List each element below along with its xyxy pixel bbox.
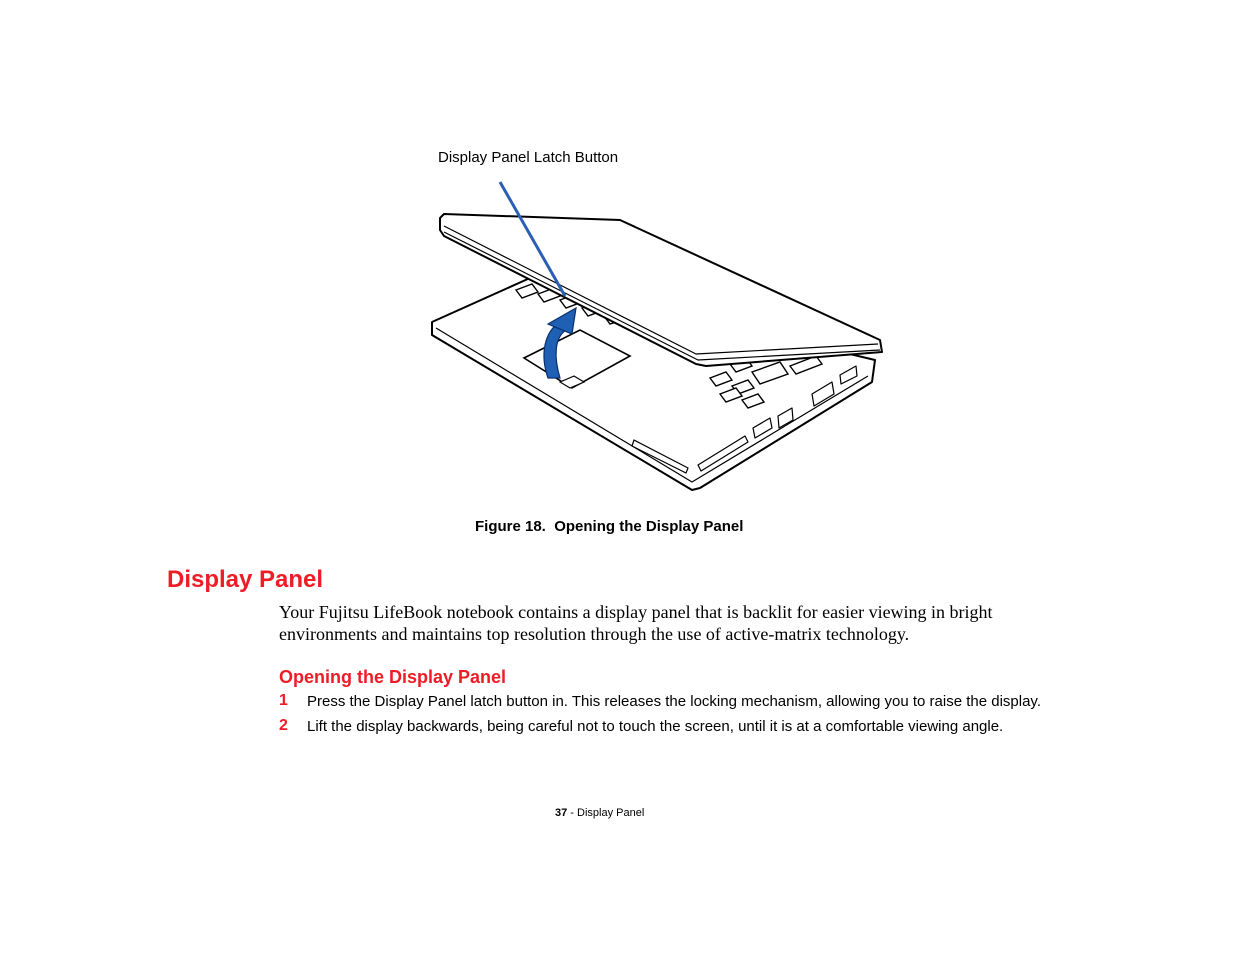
footer-section-name: Display Panel [577, 807, 645, 819]
laptop-opening-illustration [431, 181, 883, 491]
step-text: Press the Display Panel latch button in.… [307, 693, 1041, 710]
figure-caption: Figure 18. Opening the Display Panel [475, 518, 743, 535]
step-number: 2 [279, 717, 288, 734]
page-footer: 37 - Display Panel [555, 807, 644, 819]
lift-arrow-icon [543, 306, 577, 379]
laptop-base [431, 277, 876, 491]
subsection-title: Opening the Display Panel [279, 667, 507, 687]
display-lid [439, 213, 883, 367]
callout-line [498, 181, 567, 297]
list-item: 1 Press the Display Panel latch button i… [279, 692, 1099, 717]
callout-label: Display Panel Latch Button [438, 149, 619, 166]
footer-separator: - [567, 807, 578, 819]
step-number: 1 [279, 692, 288, 709]
section-title: Display Panel [167, 566, 324, 593]
intro-paragraph: Your Fujitsu LifeBook notebook contains … [279, 602, 993, 644]
figure-caption-number: Figure 18. [475, 518, 546, 535]
page-number: 37 [555, 807, 568, 819]
steps-list: 1 Press the Display Panel latch button i… [279, 692, 1099, 742]
list-item: 2 Lift the display backwards, being care… [279, 717, 1099, 742]
step-text: Lift the display backwards, being carefu… [307, 718, 1004, 735]
figure-caption-title: Opening the Display Panel [554, 518, 744, 535]
